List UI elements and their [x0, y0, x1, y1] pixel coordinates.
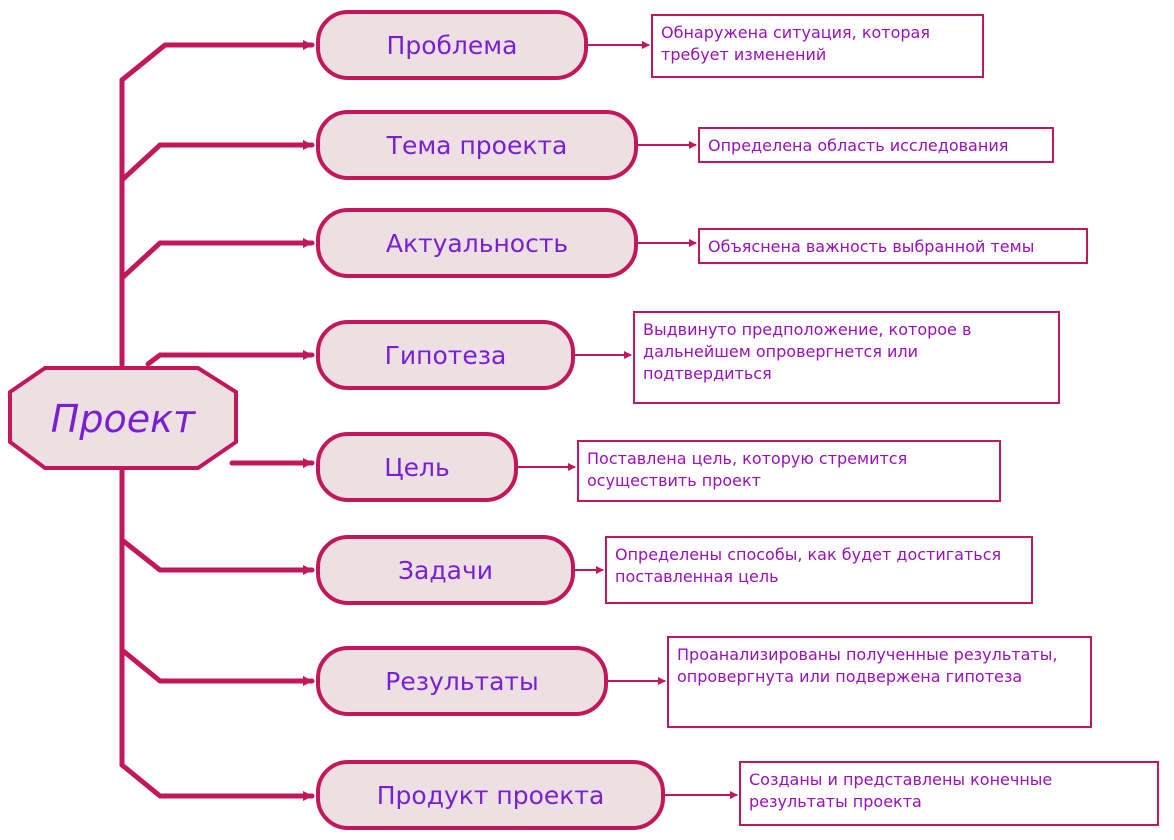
- stage-description-box: Созданы и представлены конечные результа…: [739, 761, 1159, 826]
- connector-lines: [119, 40, 315, 801]
- stage-pill: [316, 10, 588, 80]
- branch-3: [119, 238, 315, 281]
- root-hexagon: [8, 366, 238, 470]
- stage-description: Выдвинуто предположение, которое в дальн…: [643, 320, 972, 383]
- description-arrows: [518, 41, 738, 799]
- stage-pill: [316, 646, 608, 716]
- stage-label: Гипотеза: [385, 341, 507, 370]
- stage-description-box: Проанализированы полученные результаты, …: [667, 636, 1092, 728]
- branch-8: [119, 762, 315, 801]
- stage-pill: [316, 535, 575, 605]
- stage-description: Определены способы, как будет достигатьс…: [615, 545, 1002, 586]
- stage-description: Обнаружена ситуация, которая требует изм…: [661, 23, 930, 64]
- stage-description-box: Поставлена цель, которую стремится осуще…: [577, 440, 1001, 502]
- stage-pill: [316, 432, 518, 502]
- stage-label: Задачи: [398, 556, 493, 585]
- stage-description-box: Обнаружена ситуация, которая требует изм…: [651, 14, 984, 78]
- stage-label: Актуальность: [386, 229, 568, 258]
- stage-node: Актуальность: [316, 208, 638, 278]
- stage-node: Продукт проекта: [316, 760, 665, 830]
- stage-description: Определена область исследования: [708, 136, 1009, 155]
- stage-node: Тема проекта: [316, 110, 638, 180]
- root-node: Проект: [8, 366, 238, 470]
- branch-1: [119, 40, 315, 83]
- branch-7: [119, 647, 315, 686]
- stage-pill: [316, 760, 665, 830]
- root-label: Проект: [51, 397, 197, 441]
- stage-node: Цель: [316, 432, 518, 502]
- stage-description: Поставлена цель, которую стремится осуще…: [587, 449, 908, 490]
- stage-description-box: Определена область исследования: [698, 127, 1054, 163]
- stage-label: Тема проекта: [386, 131, 568, 160]
- stage-pill: [316, 208, 638, 278]
- stage-label: Цель: [384, 453, 450, 482]
- stage-description: Созданы и представлены конечные результа…: [749, 770, 1053, 811]
- branch-6: [119, 537, 315, 575]
- stage-description-box: Выдвинуто предположение, которое в дальн…: [633, 311, 1060, 404]
- stage-description: Объяснена важность выбранной темы: [708, 237, 1035, 256]
- stage-pill: [316, 320, 575, 390]
- stage-node: Гипотеза: [316, 320, 575, 390]
- stage-pill: [316, 110, 638, 180]
- branch-2: [119, 140, 315, 183]
- stage-node: Задачи: [316, 535, 575, 605]
- stage-node: Проблема: [316, 10, 588, 80]
- stage-description-box: Объяснена важность выбранной темы: [698, 228, 1088, 264]
- stage-label: Проблема: [387, 31, 518, 60]
- stage-description: Проанализированы полученные результаты, …: [677, 645, 1058, 686]
- stage-description-box: Определены способы, как будет достигатьс…: [605, 536, 1033, 604]
- stage-label: Продукт проекта: [377, 781, 605, 810]
- stage-label: Результаты: [385, 667, 538, 696]
- stage-node: Результаты: [316, 646, 608, 716]
- branch-4: [145, 350, 315, 367]
